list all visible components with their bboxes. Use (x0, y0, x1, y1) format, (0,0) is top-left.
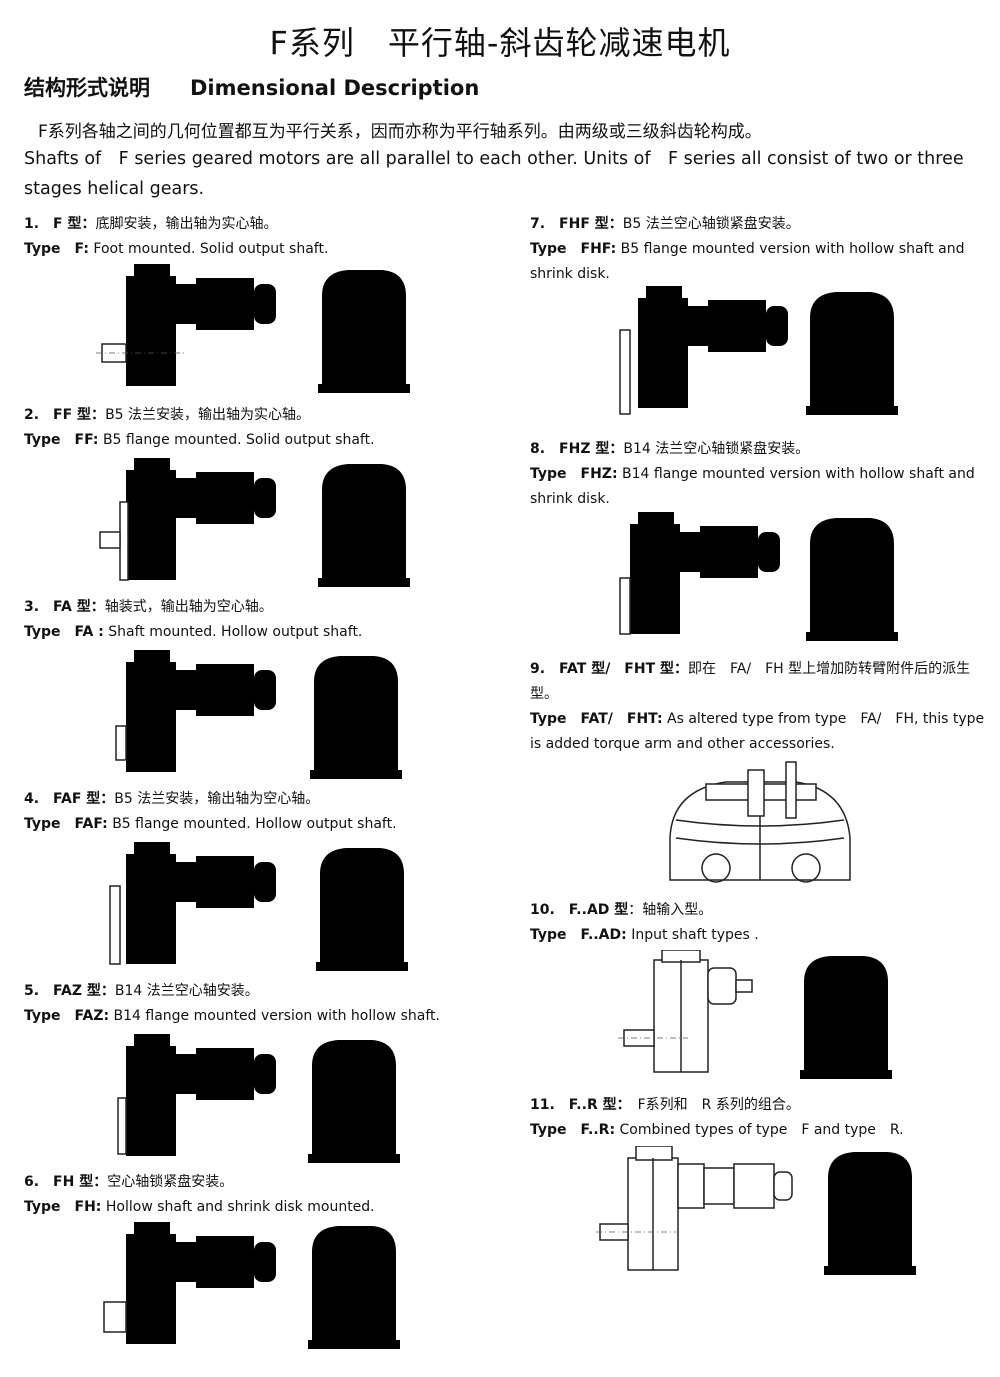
type-word: Type (530, 711, 567, 727)
type-word: Type (530, 466, 567, 482)
type-code: FHZ: (580, 466, 618, 482)
type-en: Input shaft types . (631, 927, 759, 943)
type-word: Type (24, 1008, 61, 1024)
type-head: 11. F..R 型： (530, 1097, 624, 1113)
ff-type-front-drawing (318, 464, 410, 587)
type-en: Combined types of type F and type R. (619, 1122, 904, 1138)
type-head: 9. FAT 型/ FHT 型： (530, 661, 689, 677)
type-code: FAF: (74, 816, 108, 832)
type-word: Type (24, 241, 61, 257)
type-word: Type (530, 241, 567, 257)
type-cn: 即在 FA/ FH 型上增加防转臂附件后的派生型。 (530, 661, 971, 702)
type-cn: 空心轴锁紧盘安装。 (107, 1174, 234, 1190)
fr-type-front-drawing (824, 1152, 916, 1275)
type-code: FH: (74, 1199, 102, 1215)
type-head: 6. FH 型： (24, 1174, 108, 1190)
type-head: 3. FA 型： (24, 599, 105, 615)
type-word: Type (24, 816, 61, 832)
type-cn: B14 法兰空心轴锁紧盘安装。 (623, 441, 810, 457)
section-heading-cn: 结构形式说明 (24, 76, 150, 100)
type-head: 2. FF 型： (24, 407, 106, 423)
type-code: FAT/ FHT: (580, 711, 663, 727)
type-item-1: 1. F 型：底脚安装，输出轴为实心轴。 Type F: Foot mounte… (24, 212, 494, 262)
type-item-7: 7. FHF 型：B5 法兰空心轴锁紧盘安装。 Type FHF: B5 fla… (530, 212, 990, 287)
type-head: 5. FAZ 型： (24, 983, 115, 999)
fhz-type-drawing (619, 512, 790, 635)
type-item-10: 10. F..AD 型：轴输入型。 Type F..AD: Input shaf… (530, 898, 990, 948)
type-code: FAZ: (74, 1008, 110, 1024)
type-en: Foot mounted. Solid output shaft. (93, 241, 329, 257)
type-code: FA : (74, 624, 104, 640)
fr-type-drawing (596, 1146, 793, 1271)
type-word: Type (530, 927, 567, 943)
type-en: As altered type from type FA/ FH, this t… (530, 711, 985, 752)
section-heading-en: Dimensional Description (190, 76, 480, 100)
type-code: F..R: (580, 1122, 616, 1138)
fh-type-drawing (103, 1222, 286, 1344)
intro-cn: F系列各轴之间的几何位置都互为平行关系，因而亦称为平行轴系列。由两级或三级斜齿轮… (38, 122, 762, 142)
type-code: FF: (74, 432, 99, 448)
section-heading: 结构形式说明 Dimensional Description (24, 72, 479, 102)
type-head: 8. FHZ 型： (530, 441, 624, 457)
faz-type-drawing (117, 1034, 286, 1156)
type-cn: B5 法兰安装，输出轴为实心轴。 (105, 407, 311, 423)
type-item-4: 4. FAF 型：B5 法兰安装，输出轴为空心轴。 Type FAF: B5 f… (24, 787, 494, 837)
type-en: B14 flange mounted version with hollow s… (113, 1008, 440, 1024)
type-item-11: 11. F..R 型： F系列和 R 系列的组合。 Type F..R: Com… (530, 1093, 990, 1143)
fad-type-drawing (618, 950, 753, 1073)
type-cn: 轴装式，输出轴为空心轴。 (104, 599, 273, 615)
fhf-type-drawing (619, 286, 798, 415)
type-item-3: 3. FA 型：轴装式，输出轴为空心轴。 Type FA : Shaft mou… (24, 595, 494, 645)
type-head: 4. FAF 型： (24, 791, 115, 807)
intro-en: Shafts of F series geared motors are all… (24, 149, 964, 199)
page-title: F系列 平行轴-斜齿轮减速电机 (269, 24, 731, 62)
type-cn: 底脚安装，输出轴为实心轴。 (95, 216, 278, 232)
fad-type-front-drawing (800, 956, 892, 1079)
type-en: B14 flange mounted version with hollow s… (530, 466, 975, 507)
f-type-front-drawing (318, 270, 410, 393)
fat-fht-torque-arm-drawing (669, 761, 851, 883)
type-word: Type (24, 624, 61, 640)
type-head: 10. F..AD 型 (530, 902, 629, 918)
fhz-type-front-drawing (806, 518, 898, 641)
fa-type-drawing (115, 650, 286, 772)
type-code: FHF: (580, 241, 617, 257)
type-word: Type (24, 432, 61, 448)
fhf-type-front-drawing (806, 292, 898, 415)
type-cn: B14 法兰空心轴安装。 (114, 983, 259, 999)
type-item-9: 9. FAT 型/ FHT 型：即在 FA/ FH 型上增加防转臂附件后的派生型… (530, 657, 990, 757)
type-code: F..AD: (580, 927, 627, 943)
type-word: Type (530, 1122, 567, 1138)
faz-type-front-drawing (308, 1040, 400, 1163)
type-cn: F系列和 R 系列的组合。 (623, 1097, 800, 1113)
f-type-drawing (96, 264, 286, 386)
type-cn: ：轴输入型。 (628, 902, 713, 918)
type-word: Type (24, 1199, 61, 1215)
type-en: B5 flange mounted. Solid output shaft. (102, 432, 375, 448)
type-head: 7. FHF 型： (530, 216, 623, 232)
type-en: Shaft mounted. Hollow output shaft. (108, 624, 363, 640)
faf-type-drawing (109, 842, 286, 965)
type-cn: B5 法兰空心轴锁紧盘安装。 (622, 216, 800, 232)
type-head: 1. F 型： (24, 216, 96, 232)
fh-type-front-drawing (308, 1226, 400, 1349)
type-en: Hollow shaft and shrink disk mounted. (105, 1199, 375, 1215)
type-item-6: 6. FH 型：空心轴锁紧盘安装。 Type FH: Hollow shaft … (24, 1170, 494, 1220)
ff-type-drawing (99, 458, 286, 581)
type-cn: B5 法兰安装，输出轴为空心轴。 (114, 791, 320, 807)
type-item-8: 8. FHZ 型：B14 法兰空心轴锁紧盘安装。 Type FHZ: B14 f… (530, 437, 990, 512)
type-item-5: 5. FAZ 型：B14 法兰空心轴安装。 Type FAZ: B14 flan… (24, 979, 494, 1029)
type-en: B5 flange mounted. Hollow output shaft. (112, 816, 397, 832)
type-code: F: (74, 241, 89, 257)
faf-type-front-drawing (316, 848, 408, 971)
type-item-2: 2. FF 型：B5 法兰安装，输出轴为实心轴。 Type FF: B5 fla… (24, 403, 494, 453)
fa-type-front-drawing (310, 656, 402, 779)
type-en: B5 flange mounted version with hollow sh… (530, 241, 965, 282)
